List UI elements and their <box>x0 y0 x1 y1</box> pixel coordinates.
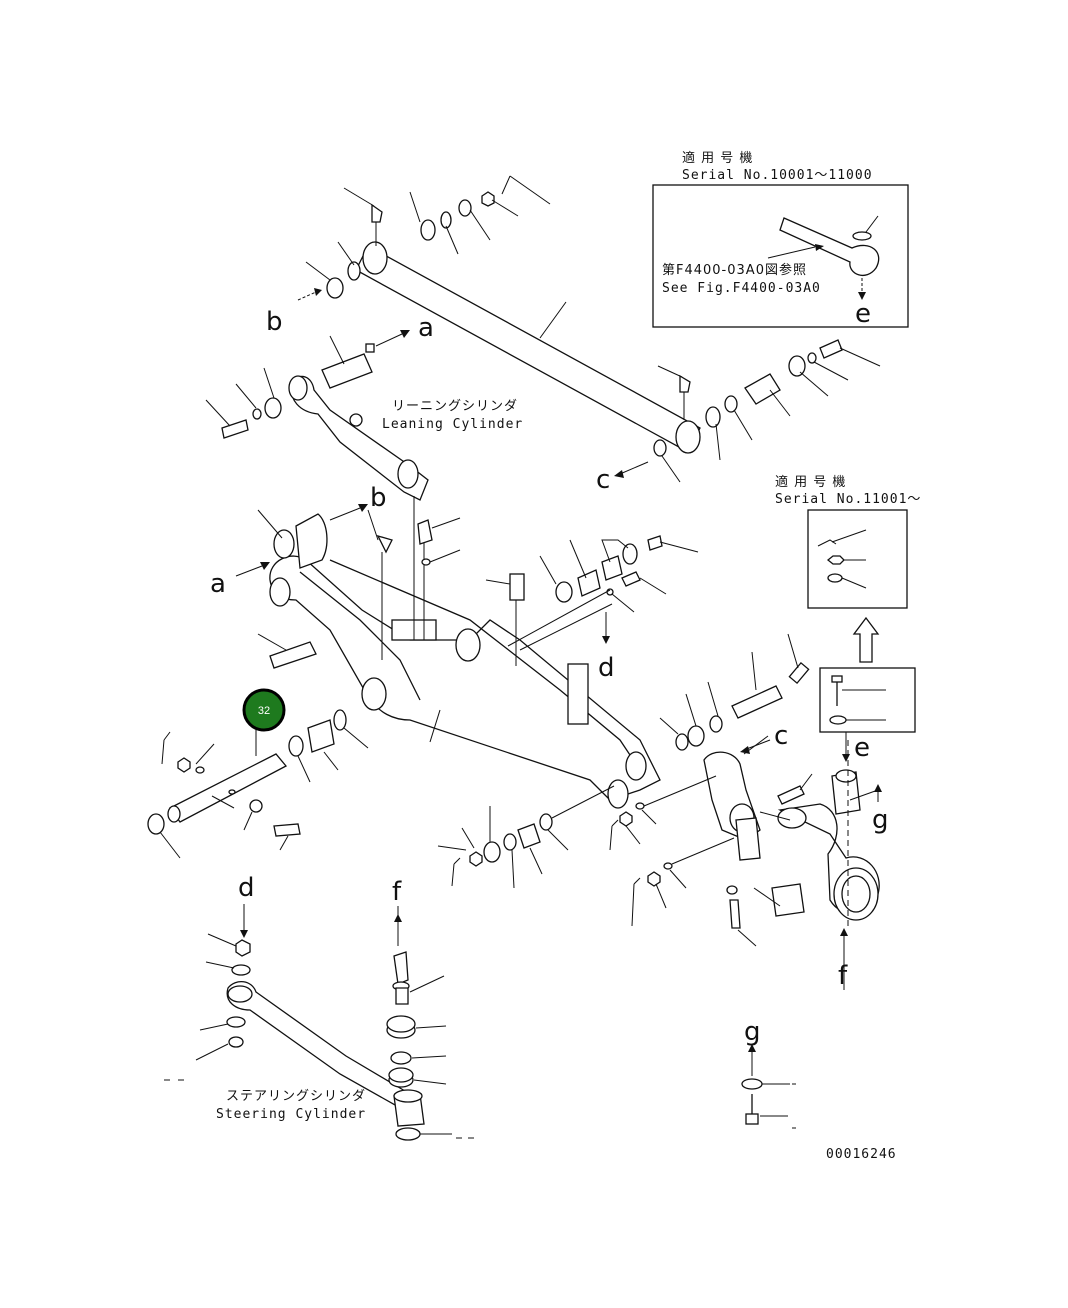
ref-letter-d-mid: d <box>598 653 615 683</box>
inset-top-ref-letter: e <box>855 299 871 329</box>
inset-right-heading-en: Serial No.11001～ <box>775 492 921 507</box>
reference-letters: b a b a c d c e g f d f g <box>210 307 889 1047</box>
inset-top-ref-en: See Fig.F4400-03A0 <box>662 281 821 296</box>
ref-letter-a-top: a <box>418 313 434 343</box>
leaning-cylinder-label-en: Leaning Cylinder <box>382 417 523 432</box>
hollow-up-arrow <box>852 616 880 663</box>
ref-letter-b-top: b <box>266 307 283 337</box>
reference-arrows <box>235 288 882 990</box>
bolt-g <box>741 1044 796 1129</box>
inset-bolt-frame <box>819 667 916 733</box>
steering-cylinder-label-jp: ステアリングシリンダ <box>226 1089 366 1104</box>
axle-frame <box>257 496 661 809</box>
inset-right-frame <box>807 509 908 609</box>
ref-letter-a-mid: a <box>210 569 226 599</box>
inset-nut <box>826 555 845 565</box>
grease-fitting-top-right <box>679 374 691 393</box>
ref-letter-f-lower: f <box>392 877 402 907</box>
leaning-cylinder: リーニングシリンダ Leaning Cylinder <box>205 335 523 501</box>
upper-link-eye-left <box>362 241 388 275</box>
knuckle-assembly <box>609 633 880 947</box>
inset-top-heading-en: Serial No.10001～11000 <box>682 168 873 183</box>
callout-32-circle[interactable] <box>242 688 286 732</box>
upper-link-eye-right <box>675 420 701 454</box>
pin-sleeve <box>509 573 525 601</box>
leaning-cylinder-body <box>290 375 429 501</box>
frame-bracket <box>567 663 589 725</box>
inset-serial-10001: 適 用 号 機 Serial No.10001～11000 第F4400-03A… <box>652 150 909 329</box>
steering-cylinder-label-en: Steering Cylinder <box>216 1107 366 1122</box>
ref-letter-g-lower: g <box>744 1017 761 1047</box>
inset-right-heading-jp: 適 用 号 機 <box>775 474 846 490</box>
callout-32[interactable]: 32 <box>242 688 286 732</box>
ref-letter-b-mid: b <box>370 483 387 513</box>
inset-washer <box>827 573 843 583</box>
grease-fitting-top-left <box>371 203 383 223</box>
frame-pin <box>269 641 317 669</box>
ref-letter-c-lower: c <box>774 721 788 751</box>
pin-a <box>321 353 373 389</box>
figure-number: 00016246 <box>826 1147 897 1162</box>
ref-letter-d-lower: d <box>238 873 255 903</box>
ref-letter-g-right: g <box>872 805 889 835</box>
leaning-cylinder-label-jp: リーニングシリンダ <box>392 399 518 414</box>
pivot-pin-assembly <box>147 709 615 889</box>
pivot-bushings <box>507 535 699 651</box>
inset-serial-11001: 適 用 号 機 Serial No.11001～ <box>775 474 921 733</box>
inset-top-frame <box>652 184 909 328</box>
steering-cylinder: ステアリングシリンダ Steering Cylinder <box>164 933 474 1141</box>
inset-cap <box>852 231 872 241</box>
ref-letter-f-right: f <box>838 961 848 991</box>
inset-tie-rod-end <box>779 217 880 277</box>
inset-top-heading-jp: 適 用 号 機 <box>682 150 753 166</box>
ref-letter-c-top: c <box>596 465 610 495</box>
callout-32-number[interactable]: 32 <box>258 705 270 717</box>
frame-lug-left <box>295 513 328 569</box>
inset-top-ref-jp: 第F4400-03A0図参照 <box>662 262 807 278</box>
upper-link-assembly <box>305 175 881 483</box>
ref-letter-e: e <box>854 733 870 763</box>
